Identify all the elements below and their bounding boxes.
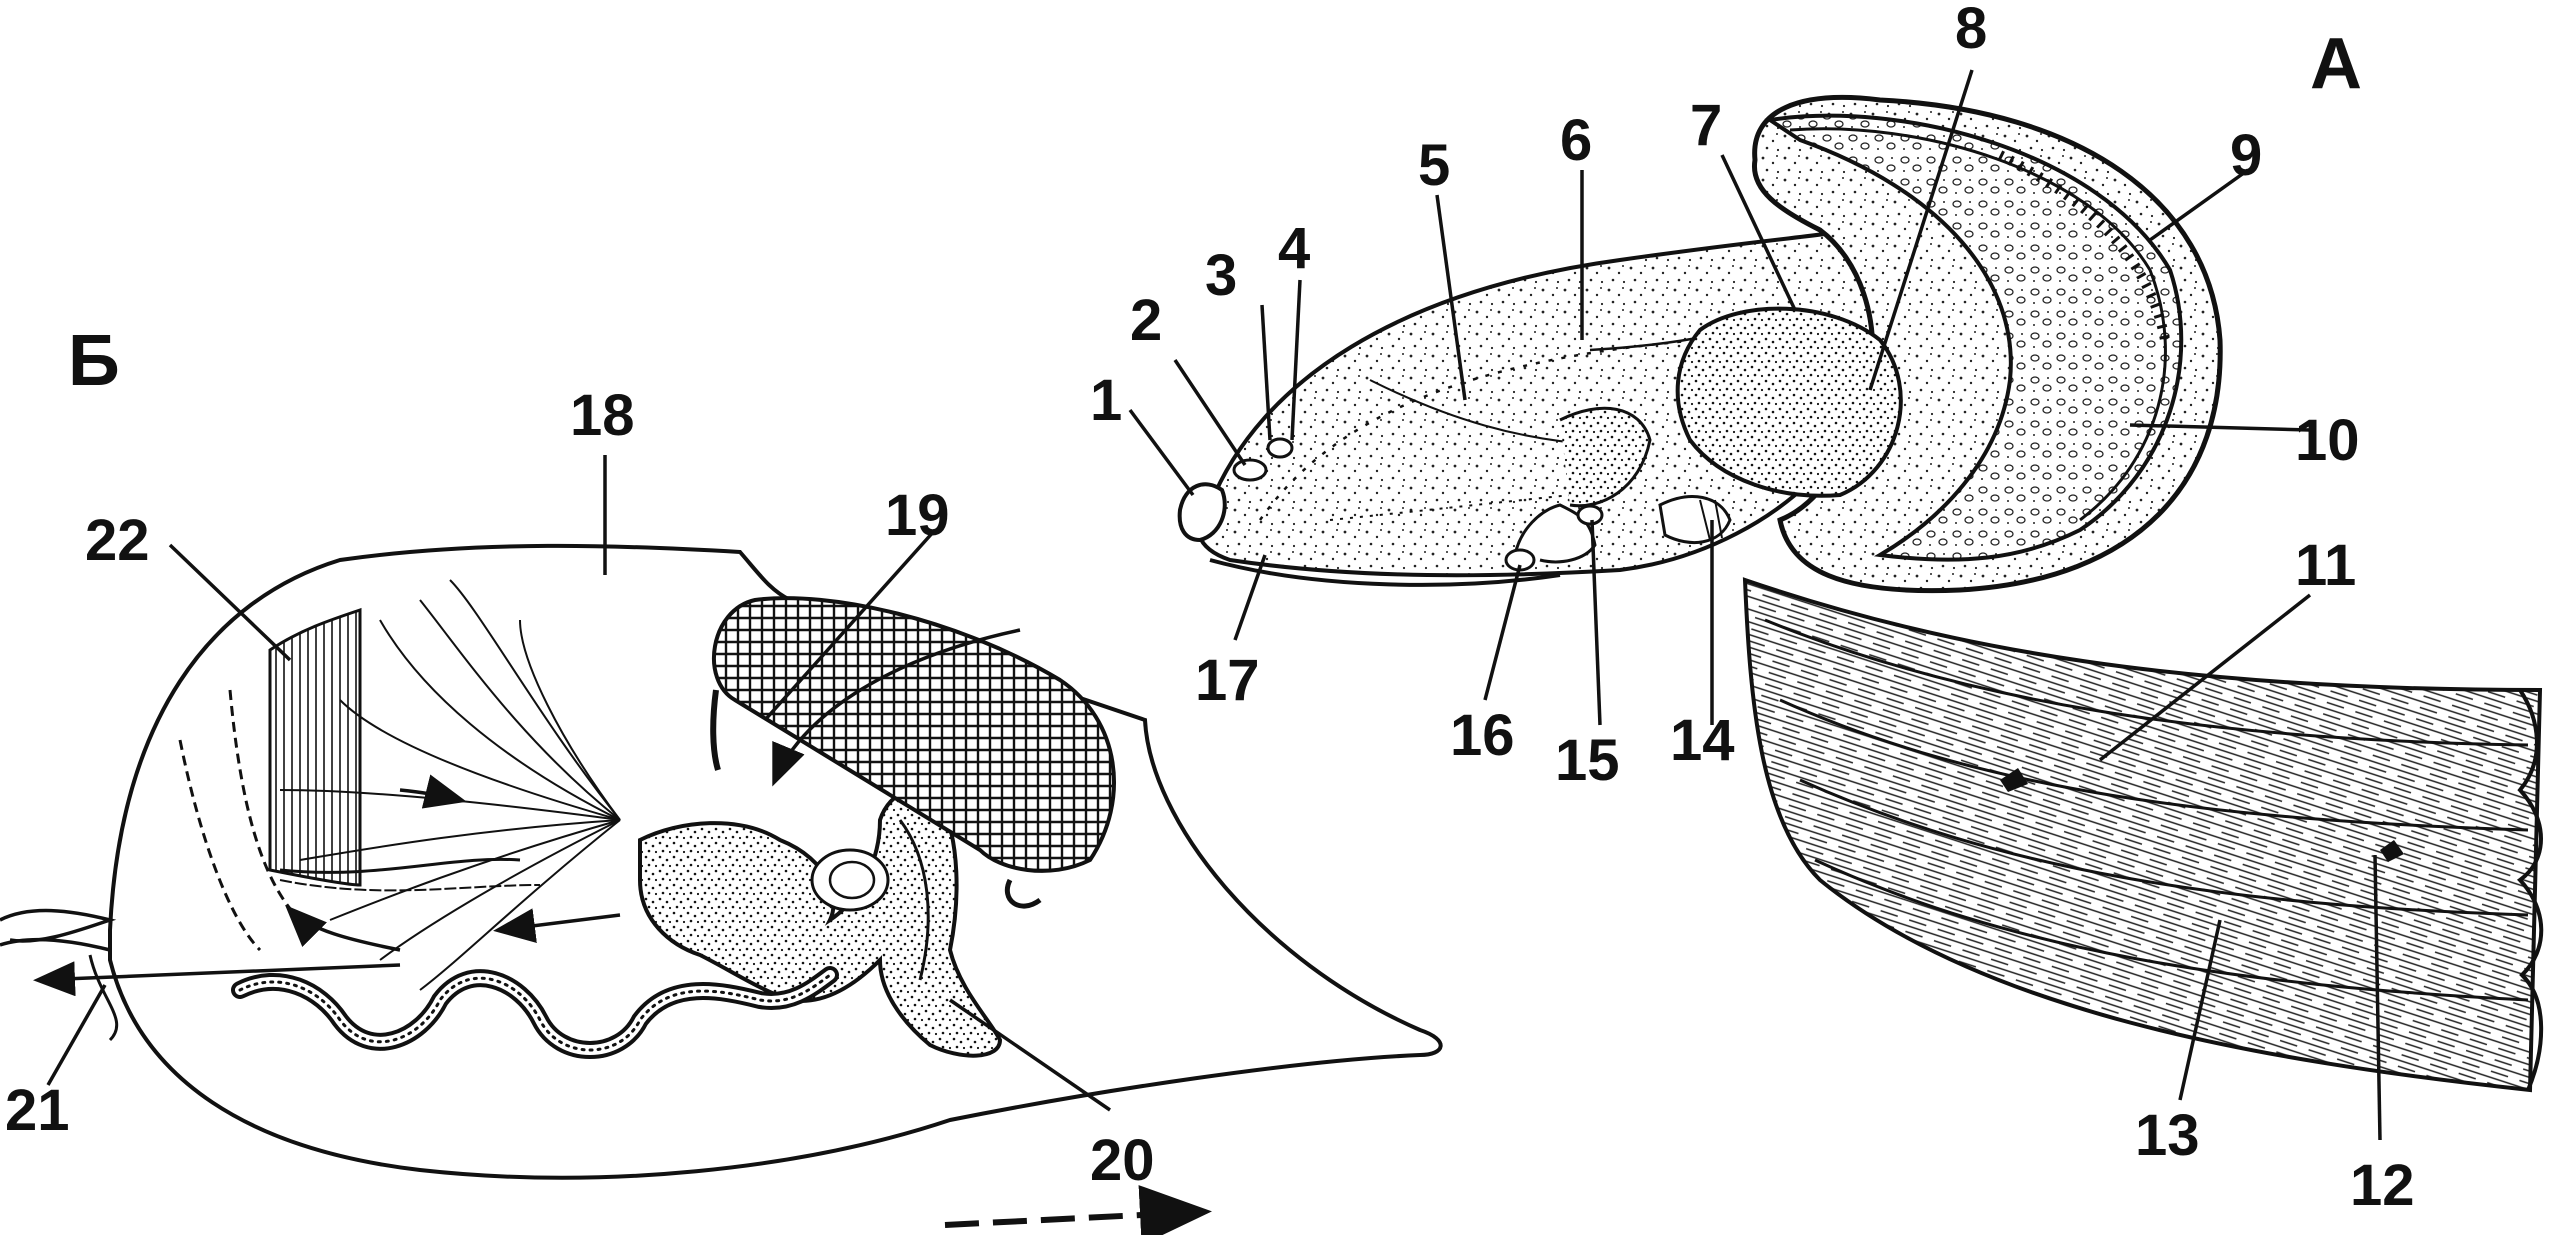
- panel-a-leader-lines: [1128, 69, 2382, 1141]
- label-4: 4: [1278, 216, 1310, 281]
- label-2: 2: [1130, 288, 1162, 353]
- gut-tract: [231, 787, 1003, 1059]
- label-20: 20: [1090, 1128, 1155, 1193]
- lophophore-fan: [178, 579, 621, 991]
- label-10: 10: [2295, 408, 2360, 473]
- label-7: 7: [1690, 93, 1722, 158]
- label-21: 21: [5, 1078, 70, 1143]
- label-16: 16: [1450, 703, 1515, 768]
- label-15: 15: [1555, 728, 1620, 793]
- panel-a-drawing: [1177, 95, 2544, 1093]
- labels: А Б 1 2 3 4 5 6 7 8 9 10 11 12 13 14 15 …: [5, 0, 2415, 1218]
- label-22: 22: [85, 508, 150, 573]
- movement-arrow: [944, 1185, 1212, 1235]
- label-8: 8: [1955, 0, 1987, 61]
- panel-a-letter: А: [2310, 24, 2362, 104]
- label-6: 6: [1560, 108, 1592, 173]
- label-1: 1: [1090, 368, 1122, 433]
- label-11: 11: [2295, 533, 2356, 598]
- label-5: 5: [1418, 133, 1450, 198]
- label-12: 12: [2350, 1153, 2415, 1218]
- label-13: 13: [2135, 1103, 2200, 1168]
- label-17: 17: [1195, 648, 1260, 713]
- panel-b-leader-lines: [46, 455, 1111, 1112]
- hood-shell: [1675, 95, 2223, 594]
- label-9: 9: [2230, 123, 2262, 188]
- label-3: 3: [1205, 243, 1237, 308]
- label-14: 14: [1670, 708, 1735, 773]
- flow-arrows: [33, 628, 1021, 997]
- panel-b-letter: Б: [68, 321, 120, 401]
- panel-b-drawing: [0, 543, 1443, 1180]
- tentacle-crown: [1742, 577, 2544, 1093]
- label-19: 19: [885, 483, 950, 548]
- label-18: 18: [570, 383, 635, 448]
